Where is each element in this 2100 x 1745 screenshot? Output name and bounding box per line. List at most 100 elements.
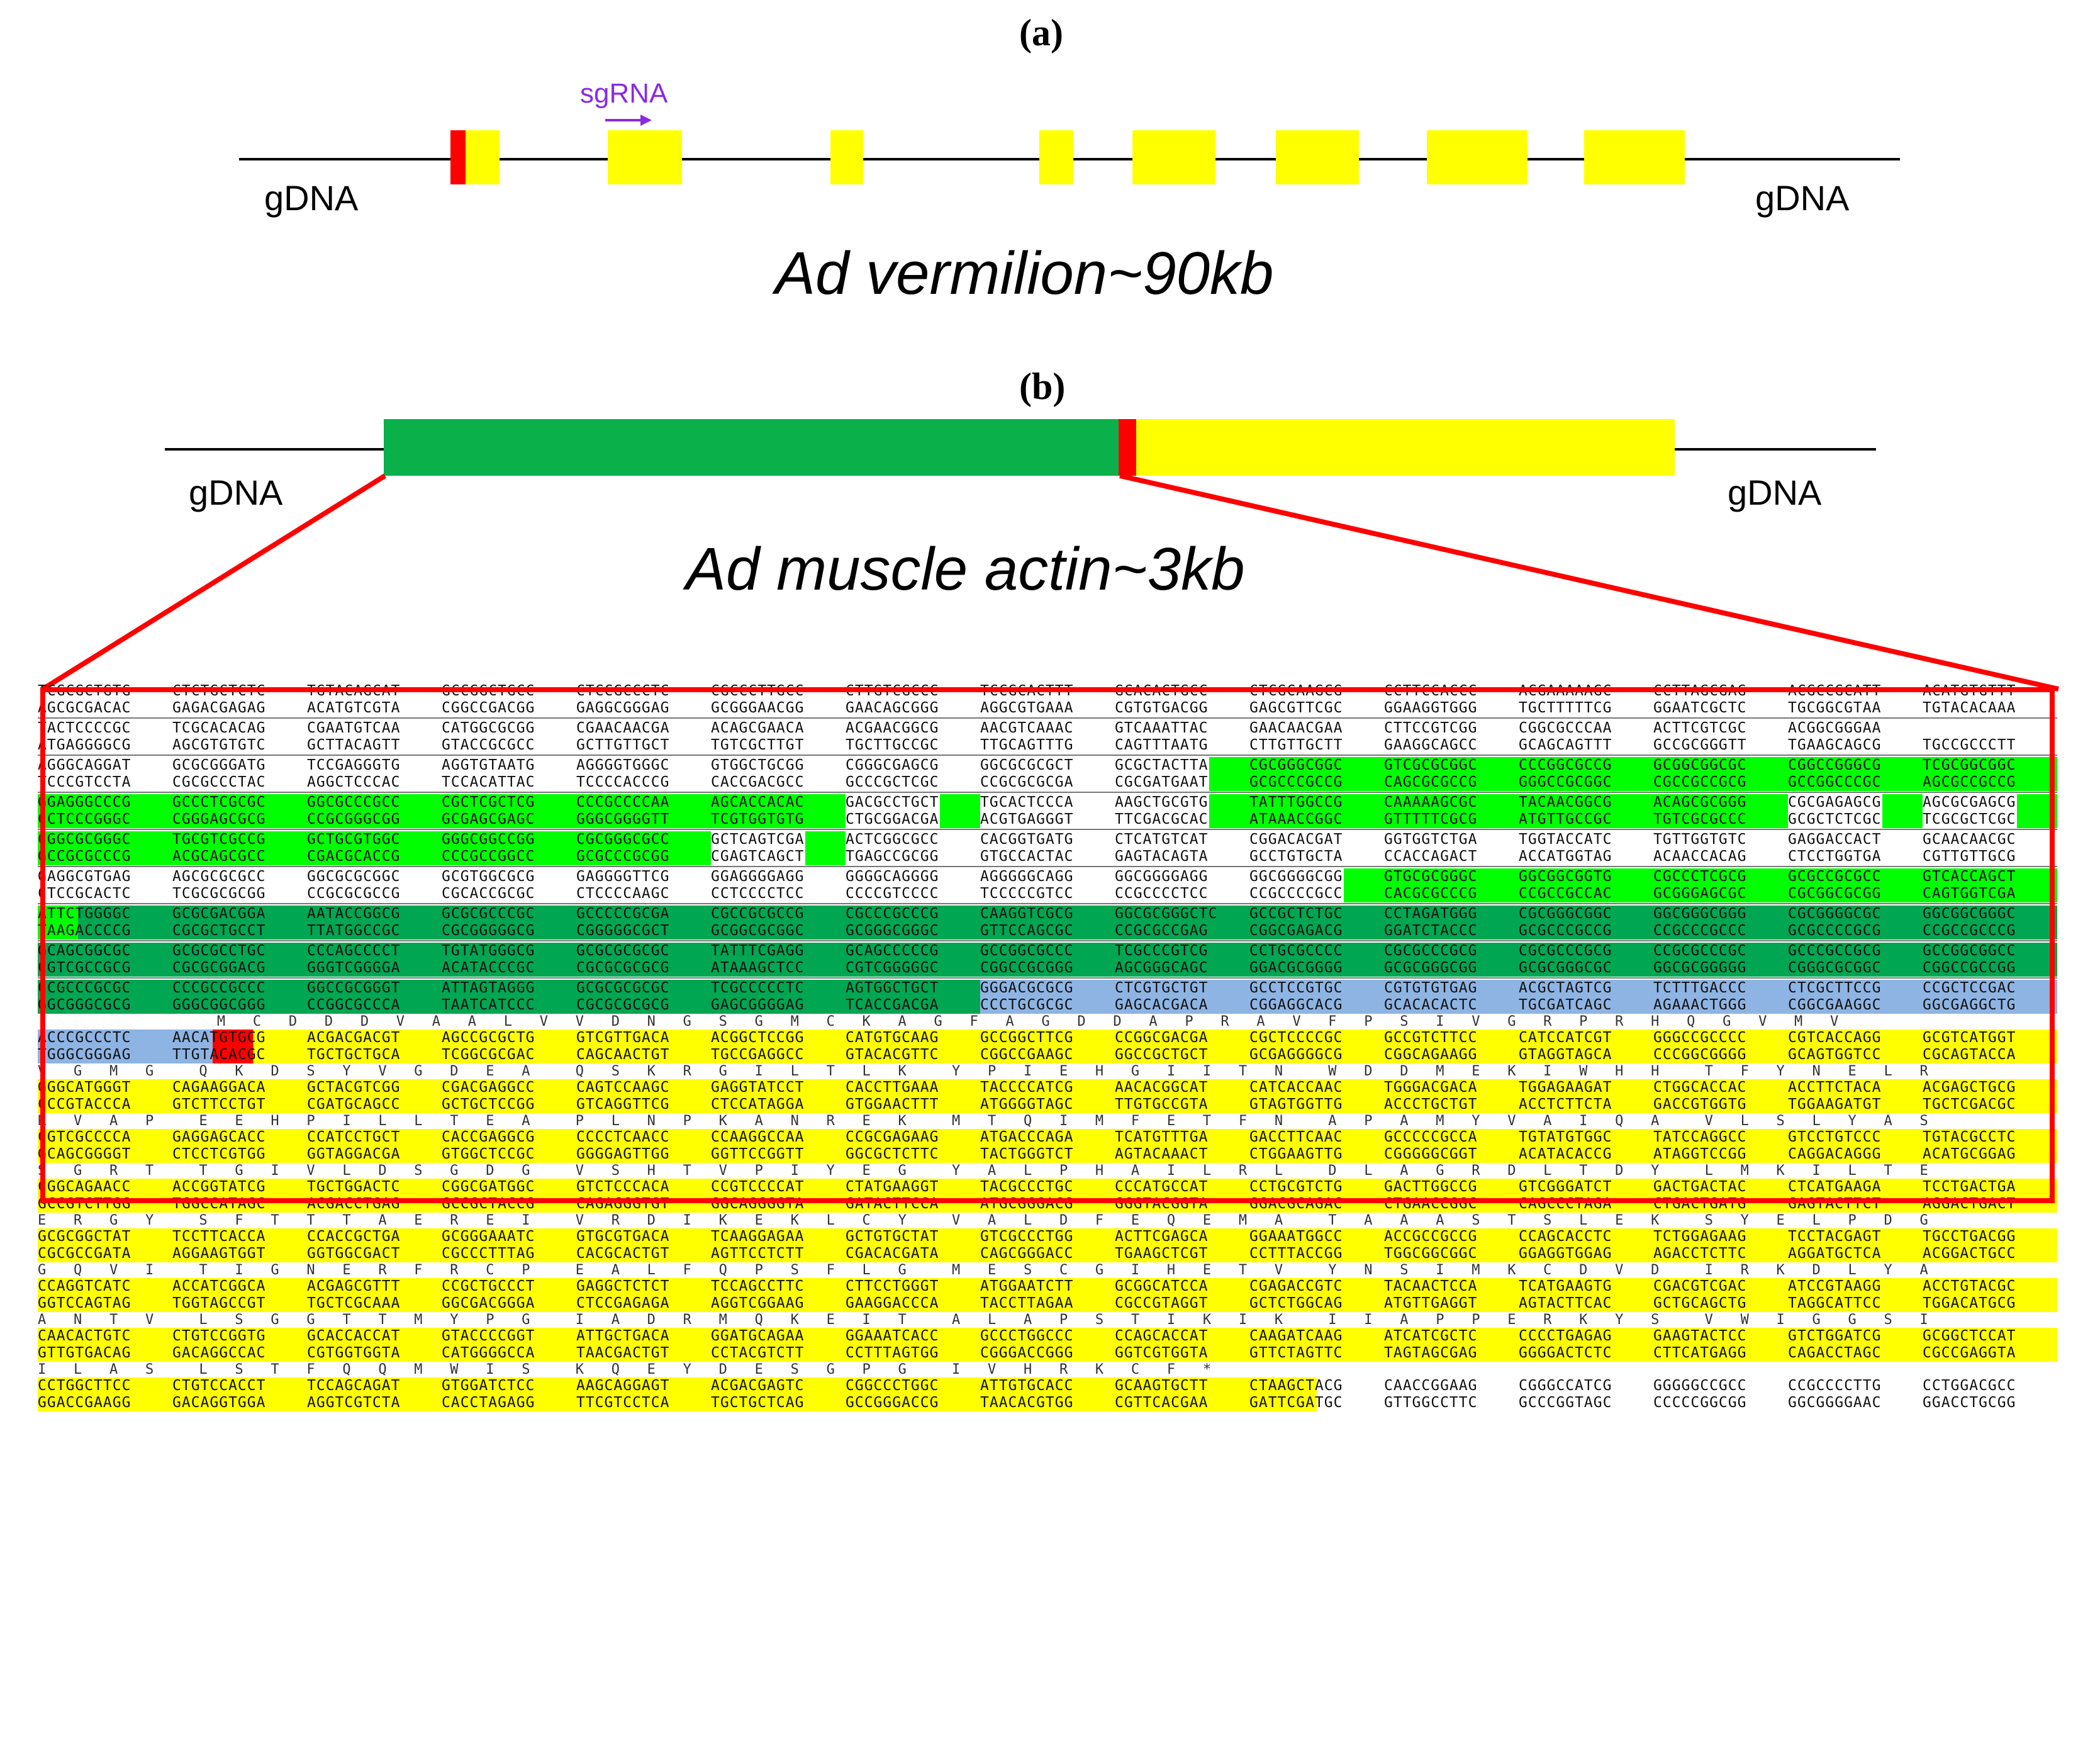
row-separator <box>38 755 2057 756</box>
dna-block: GGGCGGCGGG <box>172 997 307 1014</box>
dna-block: CGATGCAGCC <box>307 1096 442 1113</box>
dna-block: CGTGTGACGG <box>1115 700 1209 716</box>
dna-block: ACCTCTTCTA <box>1519 1096 1653 1113</box>
dna-block: ATTAGTAGGG <box>442 980 576 997</box>
dna-block: CGCCGTAGGT <box>1115 1295 1249 1312</box>
dna-block: CCCGCCCCAA <box>576 794 711 811</box>
dna-block: TGCTGGACTC <box>307 1179 442 1196</box>
dna-block: CCAGGTCATC <box>38 1278 172 1295</box>
dna-block: GGACGCGGGG <box>1249 960 1384 977</box>
dna-block: ACGGACTGCC <box>1923 1245 2057 1262</box>
dna-block: CCCATGCCAT <box>1115 1179 1249 1196</box>
dna-block: CGAGTCAGCT <box>711 848 846 865</box>
dna-block: GGGGGCCGCC <box>1653 1377 1747 1394</box>
dna-block: GAGGCTCTCT <box>576 1278 711 1295</box>
dna-block: AGCGCGACAC <box>38 700 131 716</box>
dna-block: CGACACGATA <box>846 1245 980 1262</box>
dna-block: CCTTTAGTGG <box>846 1345 980 1362</box>
dna-block: CATCCATCGT <box>1519 1030 1653 1046</box>
dna-block: ACCATGGTAG <box>1519 848 1612 865</box>
dna-block: GCGTGGCGCG <box>442 868 535 885</box>
amino-acid-row: A N T V L S G G T T M Y P G I A D R M Q … <box>38 1312 1929 1328</box>
dna-block: CCGCCCCTTG <box>1788 1377 1882 1394</box>
dna-block: TCGGCGCGAC <box>442 1046 576 1063</box>
panel-a-label: (a) <box>1019 12 1063 53</box>
dna-block: TCGCCCGTCG <box>1115 943 1249 960</box>
dna-block: GTCTGGATCG <box>1788 1328 1923 1345</box>
dna-block: CTTCCTGGGT <box>846 1278 980 1295</box>
dna-block: GGCGCGGGGG <box>1653 960 1788 977</box>
dna-block: GCGCGGGCGC <box>1519 960 1653 977</box>
dna-block: CGCGCGGACG <box>172 960 307 977</box>
dna-block: GGATCTACCC <box>1384 923 1519 940</box>
dna-block: TCGCGCTCGC <box>1923 811 2057 828</box>
dna-block: GCAGCCCCCG <box>846 943 980 960</box>
exon-8-a <box>1584 130 1685 184</box>
dna-block: AGAAACTGGG <box>1653 997 1788 1014</box>
dna-block: TCGCGCGCGG <box>172 885 266 902</box>
dna-block: GCCGGCTTCG <box>980 1030 1115 1046</box>
dna-block: GGTGGTCTGA <box>1384 831 1478 848</box>
dna-block: GGACCGAAGG <box>38 1394 172 1411</box>
dna-block: CAGGACAGGG <box>1788 1146 1923 1163</box>
dna-block: GCCGGCGCCC <box>980 943 1115 960</box>
dna-block: CCTGCGCCCC <box>1249 943 1384 960</box>
dna-block: ACGCAGCGCC <box>172 848 307 865</box>
dna-block: GCAACAACGC <box>1923 831 2016 848</box>
dna-block: ACCTTCTACA <box>1788 1079 1923 1096</box>
dna-block: TGCTTGCCGC <box>846 737 939 753</box>
dna-block: CTCATGTCAT <box>1115 831 1209 848</box>
dna-block: CACGCGCCCG <box>1384 885 1519 902</box>
dna-block: ATAAAGCTCC <box>711 960 846 977</box>
amino-acid-row: R V A P E E H P I L L T E A P L N P K A … <box>38 1113 1929 1129</box>
dna-block: CCCCCGGCGG <box>1653 1394 1747 1411</box>
dna-block: TGTCGCGCCC <box>1653 811 1788 828</box>
dna-block: GCGCGCCCGC <box>442 906 576 923</box>
dna-block: GACAGGCCAC <box>172 1345 307 1362</box>
dna-block: GCGGGAGCGC <box>1653 885 1788 902</box>
dna-block: CGAGACCGTC <box>1249 1278 1384 1295</box>
dna-block: TATTTGGCCG <box>1249 794 1384 811</box>
dna-block: ACGGCGGGAA <box>1788 720 1882 736</box>
dna-block: CGCGATGAAT <box>1115 774 1249 791</box>
dna-block: CGCCCTCGCG <box>1653 868 1788 885</box>
dna-block: CCTAGATGGG <box>1384 906 1519 923</box>
dna-block: CCGCTCCGAC <box>1923 980 2057 997</box>
dna-block: GCCCCCGCGA <box>576 906 711 923</box>
dna-block: GCGGGAAATC <box>442 1228 576 1245</box>
dna-block: GCACCACCAT <box>307 1328 442 1345</box>
dna-block: AGCGGGCAGC <box>1115 960 1249 977</box>
dna-block: TCAAGGAGAA <box>711 1228 846 1245</box>
dna-block: CATGTGCAAG <box>846 1030 980 1046</box>
dna-block: TGCTTTTTCG <box>1519 700 1612 716</box>
dna-block: ATGTTGCCGC <box>1519 811 1653 828</box>
dna-block: GGCCGCGGGT <box>307 980 442 997</box>
dna-block: CTCCATAGGA <box>711 1096 846 1113</box>
dna-block: GCCCGCTCGC <box>846 774 939 790</box>
dna-block: GCGCCCGCGG <box>576 848 711 865</box>
dna-block: ACATACCCGC <box>442 960 576 977</box>
dna-block: TACAACTCCA <box>1384 1278 1519 1295</box>
dna-block: CAGCGGGACC <box>980 1245 1115 1262</box>
dna-block: TGGGACGACA <box>1384 1079 1519 1096</box>
amino-acid-row: I L A S L S T F Q Q M W I S K Q E Y D E … <box>38 1362 1212 1377</box>
dna-block: TGCGATCAGC <box>1519 997 1653 1014</box>
dna-block: GGAGGGCCCG <box>38 794 172 811</box>
dna-block: CAAGATCAAG <box>1249 1328 1384 1345</box>
dna-block: CGCCGAGGTA <box>1923 1345 2057 1362</box>
dna-block: TCACCGACGA <box>846 997 980 1014</box>
dna-block: CCCGGCGCCG <box>1519 757 1653 774</box>
dna-block: TTCGTCCTCA <box>576 1394 711 1411</box>
dna-block: TGGACATGCG <box>1923 1295 2057 1312</box>
dna-block: AGCACCACAC <box>711 794 846 811</box>
dna-block: CCCAGCCCCT <box>307 943 442 960</box>
dna-block: GGCGCGCGGC <box>307 868 401 885</box>
